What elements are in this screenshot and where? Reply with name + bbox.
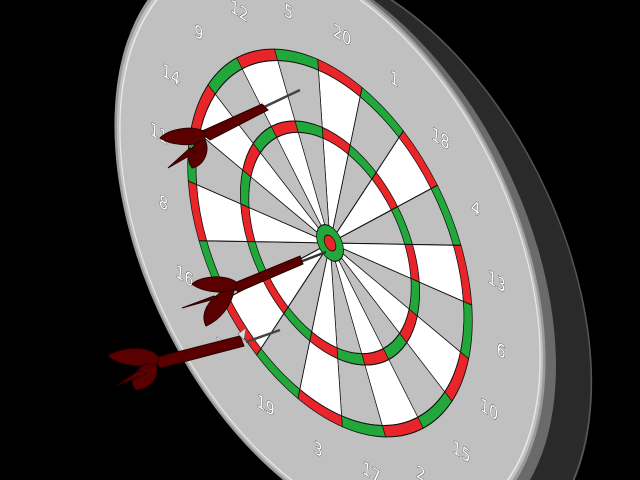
darts	[107, 88, 327, 391]
number-label-1: 1	[389, 67, 399, 93]
segment-double-5[interactable]	[273, 33, 319, 86]
dart-1-flight-bottom	[188, 139, 208, 169]
number-label-5: 5	[283, 0, 293, 25]
number-label-8: 8	[158, 191, 168, 217]
dart-3-tip	[245, 328, 281, 344]
dart-2[interactable]	[181, 250, 327, 327]
dart-2-barrel	[231, 255, 304, 293]
dart-3-flight-side	[115, 369, 148, 387]
number-label-6: 6	[496, 339, 506, 365]
dart-3-barrel	[153, 335, 245, 369]
dart-3[interactable]	[107, 327, 281, 391]
dart-1-flight-side	[167, 147, 197, 169]
number-label-9: 9	[194, 20, 204, 46]
number-label-3: 3	[313, 437, 323, 463]
number-label-2: 2	[416, 461, 426, 480]
bullseye[interactable]	[323, 232, 337, 254]
number-label-4: 4	[470, 196, 480, 222]
dart-2-tip	[299, 250, 327, 264]
dart-1[interactable]	[159, 88, 301, 169]
dart-1-tip	[261, 88, 301, 110]
dart-3-shaft-ring	[237, 327, 247, 341]
dart-2-flight-side	[181, 295, 220, 309]
dart-1-barrel	[199, 103, 269, 141]
